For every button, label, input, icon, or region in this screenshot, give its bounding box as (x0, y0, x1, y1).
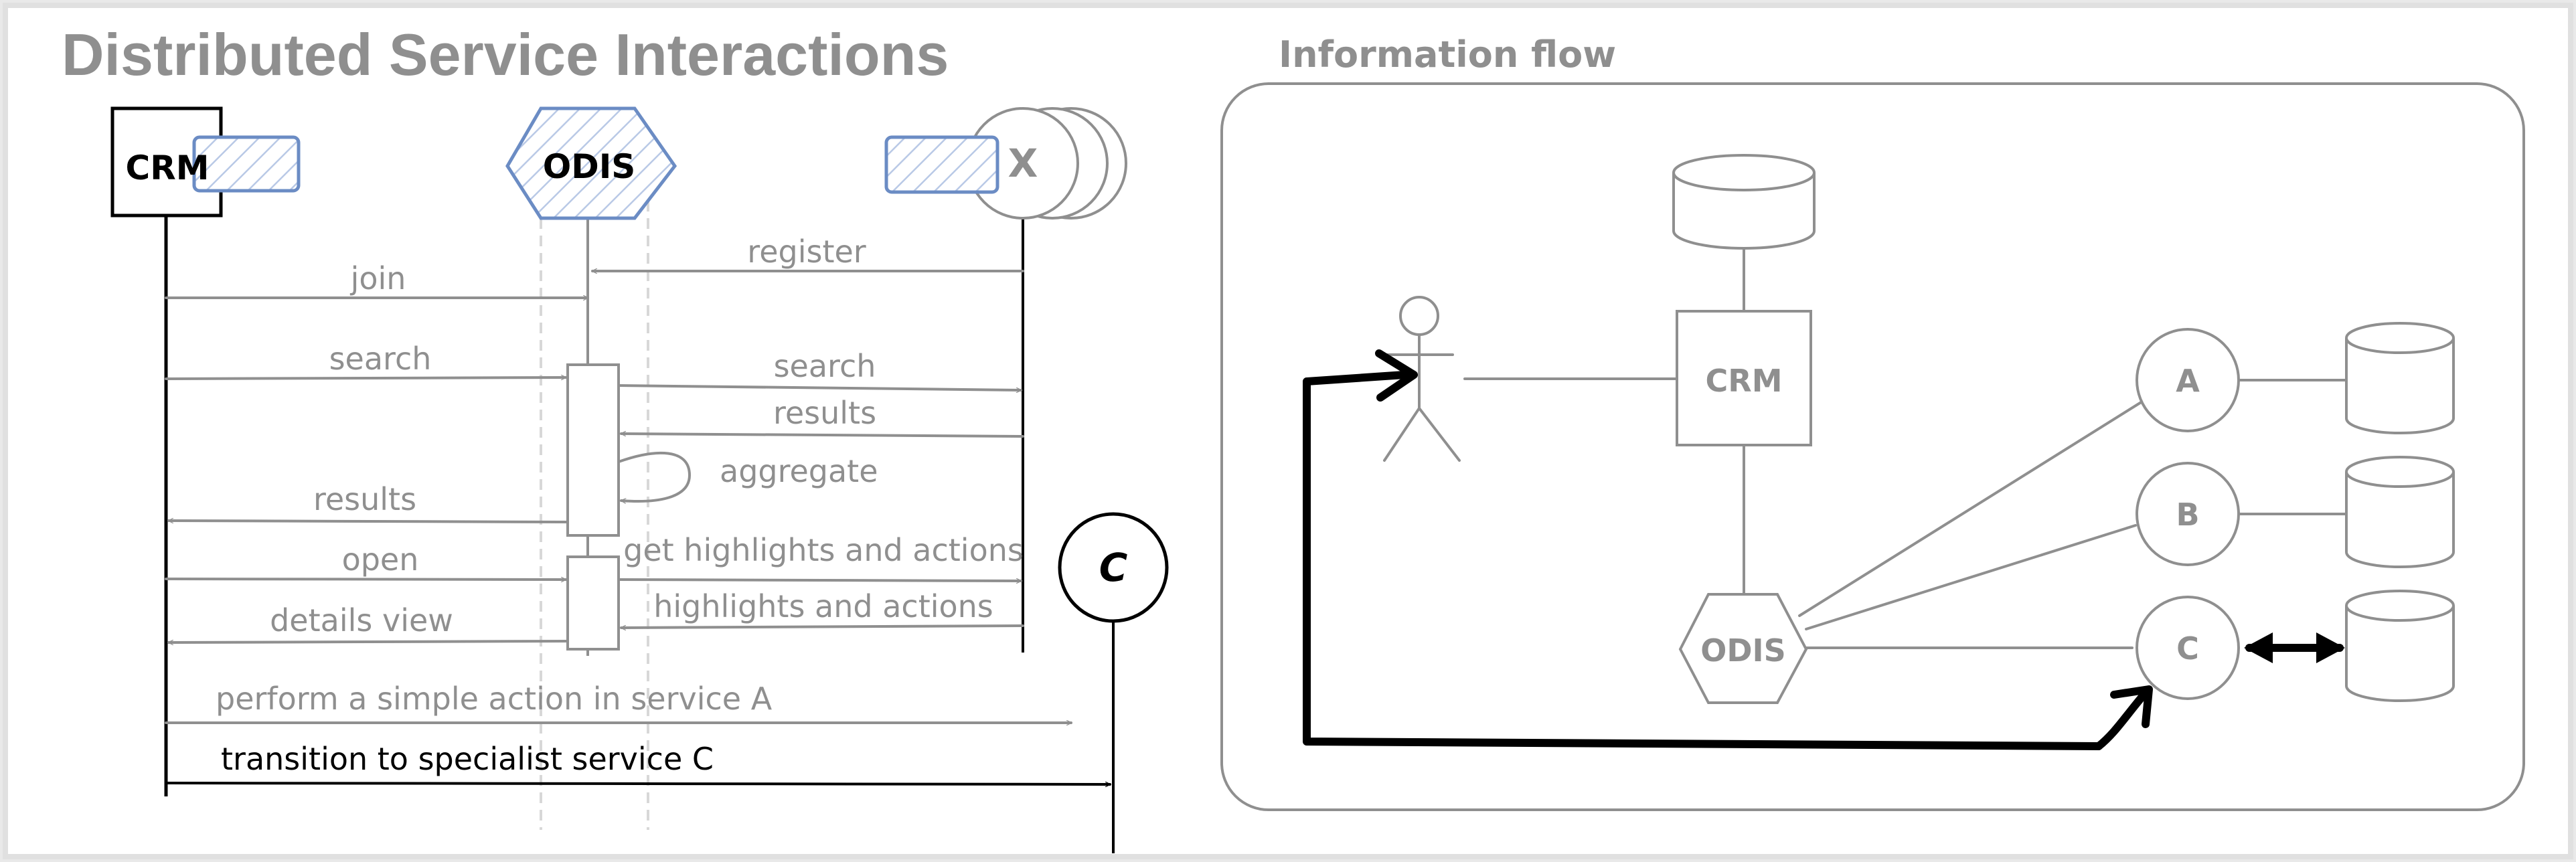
information-flow-frame (1220, 82, 2525, 811)
service-c-database-top (2345, 590, 2455, 622)
aggregate-arrow (617, 451, 691, 501)
user-head (1399, 296, 1439, 336)
service-b-database-top (2345, 456, 2455, 488)
results-label-2: results (313, 481, 416, 517)
information-flow-diagram: Information flow CRM ODIS (1220, 33, 2525, 811)
message-details-view: details view (167, 602, 569, 642)
odis-b-link (1805, 524, 2137, 630)
service-a-label: A (2176, 363, 2200, 399)
crm-database-icon (1672, 154, 1816, 250)
crm-database-body (1672, 173, 1816, 250)
c-label: C (1099, 545, 1128, 590)
odis-node (1678, 593, 1808, 704)
message-results-2: results (167, 481, 569, 522)
odis-node-label: ODIS (1700, 632, 1786, 669)
service-b-database-icon (2345, 456, 2455, 568)
results-arrow-2 (167, 521, 569, 522)
flow-arrowhead-user (1375, 349, 1418, 402)
message-results-1: results (620, 395, 1024, 438)
c-circle (1058, 512, 1169, 623)
message-simple-action: perform a simple action in service A (165, 681, 1072, 723)
get-highlights-label: get highlights and actions (623, 532, 1024, 568)
details-view-arrow (167, 641, 569, 642)
user-icon (1383, 296, 1461, 462)
service-c-database-icon (2345, 590, 2455, 702)
details-view-label: details view (270, 602, 453, 638)
join-label: join (350, 260, 406, 296)
x-participant: X (884, 107, 1127, 220)
service-c-label: C (2176, 630, 2199, 667)
odis-participant: ODIS (505, 106, 677, 220)
service-a-node (2136, 328, 2240, 432)
results-arrow-1 (620, 434, 1024, 438)
register-label: register (747, 234, 866, 270)
user-leg-left (1383, 407, 1421, 462)
crm-node-label: CRM (1706, 363, 1783, 399)
simple-action-label: perform a simple action in service A (216, 681, 773, 717)
sequence-diagram-title: Distributed Service Interactions (62, 21, 949, 88)
odis-a-link (1798, 400, 2144, 617)
odis-hexagon (505, 106, 677, 220)
flow-arrowhead-c (2110, 685, 2153, 728)
highlights-arrow (620, 624, 1024, 628)
service-a-database-top (2345, 322, 2455, 354)
message-join: join (165, 260, 589, 298)
flow-path-to-user (1303, 371, 2103, 750)
message-get-highlights: get highlights and actions (617, 532, 1024, 581)
message-transition: transition to specialist service C (165, 741, 1111, 784)
flow-path-to-c (2095, 689, 2150, 750)
message-aggregate: aggregate (617, 451, 878, 501)
odis-label: ODIS (543, 147, 636, 186)
message-open: open (165, 541, 567, 580)
c-db-arrowhead-left (2244, 632, 2273, 663)
x-label: X (1008, 141, 1038, 186)
message-register: register (591, 234, 1024, 271)
c-participant: C (1058, 512, 1169, 623)
service-c-database-body (2345, 606, 2455, 702)
service-b-database-body (2345, 472, 2455, 568)
open-arrow (165, 579, 567, 580)
aggregate-label: aggregate (720, 453, 878, 489)
odis-activation-search (566, 363, 620, 537)
search-arrow-1 (165, 377, 567, 379)
search-label-1: search (329, 341, 432, 377)
get-highlights-arrow (617, 580, 1022, 581)
x-component-icon (884, 135, 999, 194)
service-a-database-icon (2345, 322, 2455, 434)
open-label: open (342, 541, 419, 578)
crm-label: CRM (126, 149, 210, 187)
search-label-2: search (774, 348, 876, 384)
crm-component-icon (192, 135, 301, 193)
user-leg-right (1418, 407, 1461, 462)
message-search-1: search (165, 341, 567, 379)
service-a-database-body (2345, 338, 2455, 434)
message-highlights: highlights and actions (620, 588, 1024, 628)
service-b-label: B (2176, 497, 2199, 533)
information-flow-title: Information flow (1279, 33, 1616, 76)
service-b-node (2136, 462, 2240, 566)
crm-node (1676, 310, 1812, 446)
message-search-2: search (617, 348, 1022, 390)
service-c-node (2136, 596, 2240, 700)
sequence-diagram: Distributed Service Interactions CRM ODI… (62, 21, 1169, 853)
crm-database-top (1672, 154, 1816, 191)
odis-activation-open (566, 555, 620, 651)
results-label-1: results (773, 395, 876, 431)
highlights-label: highlights and actions (653, 588, 993, 624)
transition-arrow (165, 783, 1111, 784)
c-db-arrowhead-right (2316, 632, 2345, 663)
crm-participant: CRM (110, 106, 301, 218)
transition-label: transition to specialist service C (221, 741, 714, 777)
search-arrow-2 (617, 384, 1022, 390)
